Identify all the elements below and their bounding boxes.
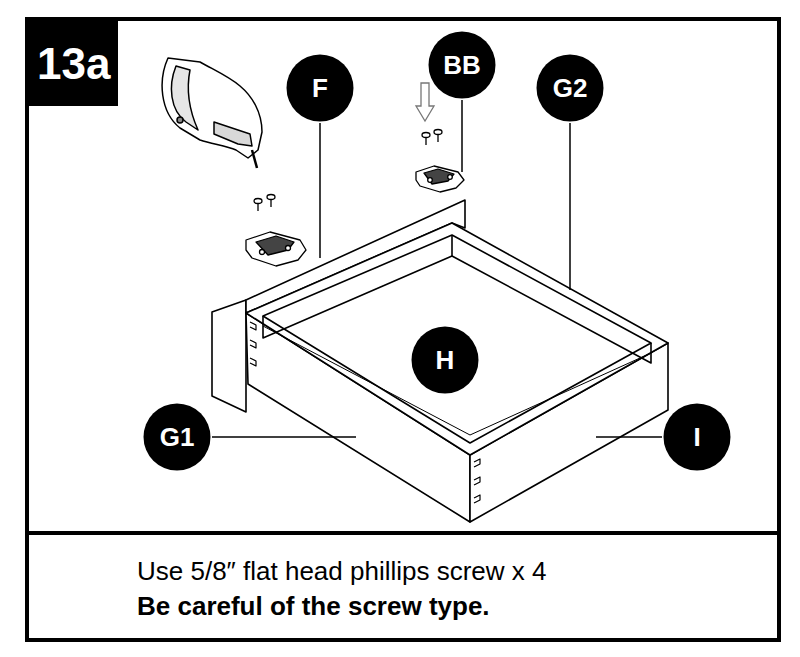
hinge-hole [286, 246, 291, 251]
callout-letter: F [312, 75, 328, 101]
groove-line [263, 326, 651, 435]
callout-circle [537, 55, 604, 122]
hinge-plate [416, 166, 464, 192]
step-number: 13a [37, 42, 110, 86]
drill-body [162, 58, 262, 158]
callout-letter: I [663, 403, 731, 471]
callout-letter: G1 [160, 424, 195, 450]
screw-head [422, 133, 430, 138]
instruction-text: Be careful of the screw type. [137, 589, 777, 624]
hinge-hole [448, 175, 453, 180]
drill-grip [171, 66, 198, 130]
callout-letter: BB [428, 31, 496, 99]
screw-shank [437, 134, 438, 142]
screw-head [254, 199, 262, 204]
drawer-top [246, 223, 668, 455]
callout-letter: F [286, 54, 354, 122]
leader-line [319, 123, 321, 258]
hinge-detail [256, 236, 294, 255]
hinge-plate [246, 232, 306, 266]
drill [162, 58, 262, 168]
frame [27, 19, 779, 640]
drill-button [177, 117, 183, 123]
screw-shank [257, 203, 258, 211]
drawer-inner [263, 235, 651, 443]
leaders [212, 100, 662, 437]
callout-letter: I [693, 424, 700, 450]
callout-letter: BB [443, 52, 481, 78]
hinge-detail [424, 169, 454, 184]
down-arrow [416, 83, 434, 121]
callout-letter: G2 [536, 54, 604, 122]
callout-circle [144, 404, 211, 471]
drill-chuck [214, 122, 252, 146]
leader-line [569, 123, 571, 290]
callout-circle [429, 32, 496, 99]
leader-line [461, 100, 463, 172]
callout-letter: H [436, 347, 455, 373]
callout-circle [287, 55, 354, 122]
leader-line [596, 436, 662, 438]
callout-letter: G1 [143, 403, 211, 471]
screw-shank [270, 199, 271, 207]
callout-circle [412, 327, 479, 394]
screw-head [267, 195, 275, 200]
inner-corner [451, 235, 453, 256]
hinge-hole [428, 178, 433, 183]
dovetail [250, 322, 480, 503]
instruction-band: Use 5/8″ flat head phillips screw x 4Be … [29, 535, 777, 638]
screws [254, 130, 442, 212]
drawer [212, 200, 668, 522]
screw-head [434, 130, 442, 135]
callout-letter: G2 [553, 75, 588, 101]
leader-line [212, 436, 356, 438]
screw-shank [425, 137, 426, 145]
drill-bit [252, 150, 257, 168]
front-board-end [212, 300, 246, 412]
hinge-hole [260, 250, 265, 255]
callout-circle [664, 404, 731, 471]
step-badge: 13a [29, 21, 118, 106]
callout-letter: H [411, 326, 479, 394]
instruction-text: Use 5/8″ flat head phillips screw x 4 [137, 554, 777, 589]
